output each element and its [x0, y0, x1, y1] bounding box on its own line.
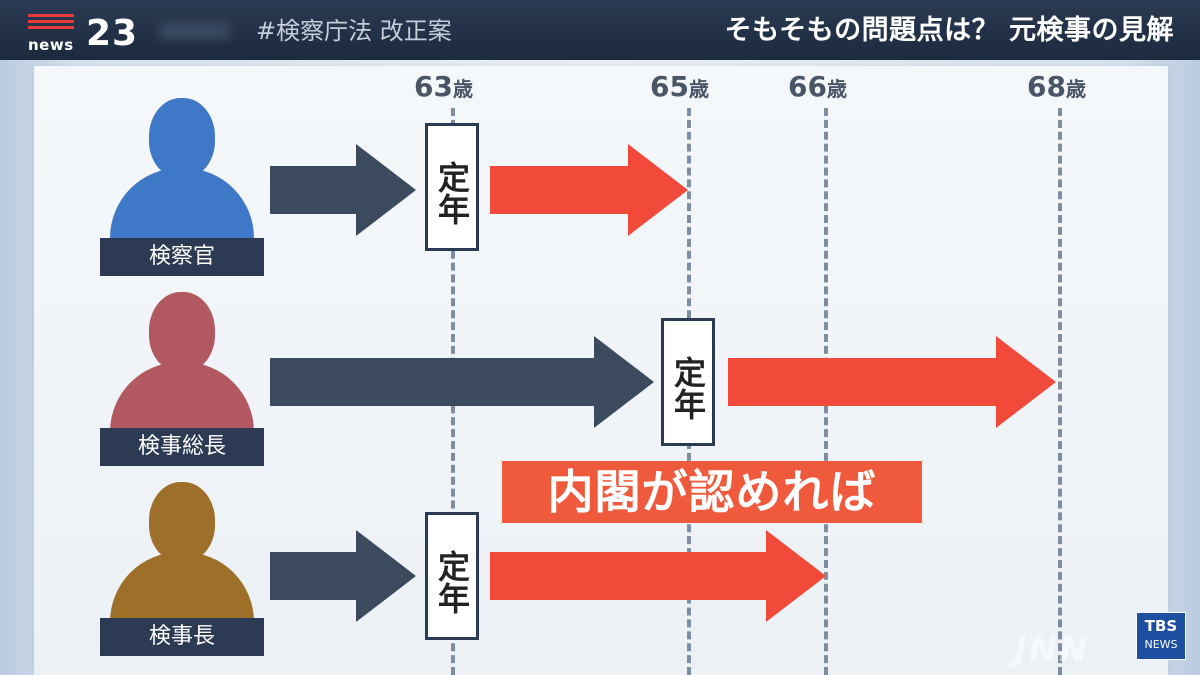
prosecutor-icon	[110, 98, 254, 238]
teinen-box-general: 定年	[661, 318, 715, 446]
logo-word: news	[28, 36, 74, 54]
tbs-news-badge: TBS NEWS	[1136, 612, 1186, 660]
jnn-watermark: JNN	[1014, 630, 1090, 670]
headline: そもそもの問題点は？ 元検事の見解	[724, 15, 1174, 46]
header-bar: news 23 #検察庁法 改正案 そもそもの問題点は？ 元検事の見解	[0, 0, 1200, 60]
age-label-66: 66歳	[788, 70, 847, 103]
cabinet-approval-banner: 内閣が認めれば	[502, 461, 922, 523]
age-label-63: 63歳	[414, 70, 473, 103]
teinen-box-chief: 定年	[425, 512, 479, 640]
role-label-prosecutor: 検察官	[100, 238, 264, 276]
guide-68	[1058, 108, 1062, 675]
age-label-68: 68歳	[1027, 70, 1086, 103]
news23-logo: news 23	[22, 10, 147, 54]
prosecutor-general-icon	[110, 292, 254, 432]
age-label-65: 65歳	[650, 70, 709, 103]
blurred-caption	[160, 22, 230, 40]
teinen-box-prosecutor: 定年	[425, 123, 479, 251]
role-label-prosecutor-general: 検事総長	[100, 428, 264, 466]
logo-number: 23	[86, 13, 139, 54]
logo-bars-icon	[28, 14, 74, 32]
hashtag: #検察庁法 改正案	[256, 17, 452, 45]
role-label-chief-prosecutor: 検事長	[100, 618, 264, 656]
chief-prosecutor-icon	[110, 482, 254, 622]
